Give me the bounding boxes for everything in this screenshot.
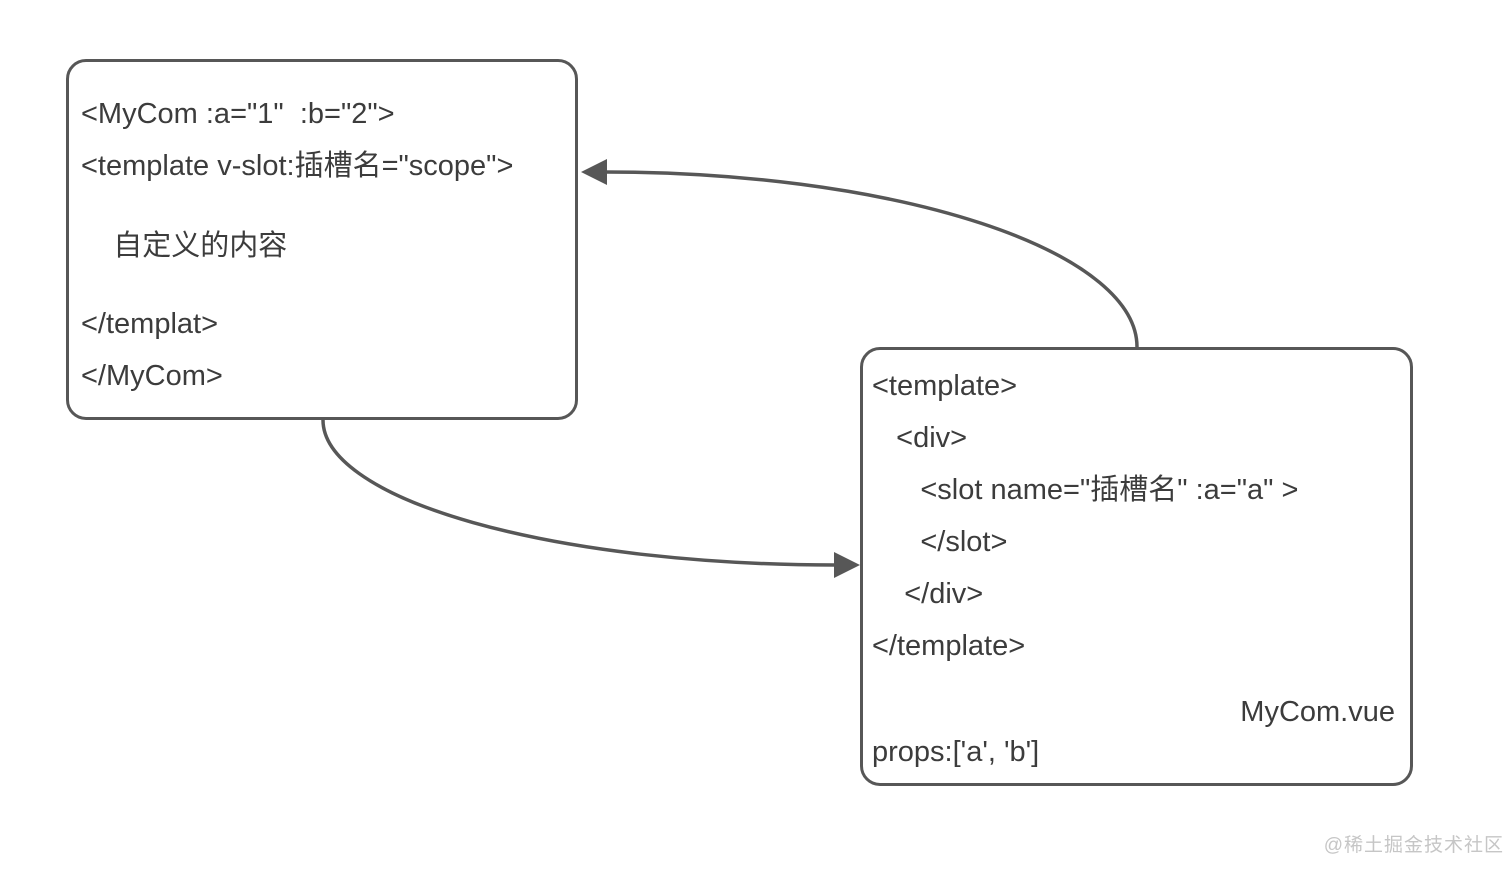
code-line-custom-content: 自定义的内容 <box>81 230 288 262</box>
arrow-usage-to-component <box>321 419 860 578</box>
usage-code-box: <MyCom :a="1" :b="2"> <template v-slot:插… <box>66 59 578 420</box>
code-line-template-close: </template> <box>872 630 1026 662</box>
file-name-label: MyCom.vue <box>1240 696 1395 728</box>
component-code-box: <template> <div> <slot name="插槽名" :a="a"… <box>860 347 1413 786</box>
props-declaration: props:['a', 'b'] <box>872 736 1040 768</box>
code-line-mycom-close: </MyCom> <box>81 360 223 392</box>
code-line-div-close: </div> <box>872 578 984 610</box>
code-line-slot-close: </slot> <box>872 526 1008 558</box>
code-line-slot-open: <slot name="插槽名" :a="a" > <box>872 474 1299 506</box>
arrowhead-left-icon <box>581 159 607 185</box>
code-line-div-open: <div> <box>872 422 968 454</box>
code-line-template-close: </templat> <box>81 308 219 340</box>
watermark-text: @稀土掘金技术社区 <box>1323 835 1504 856</box>
code-line-template-vslot: <template v-slot:插槽名="scope"> <box>81 150 514 182</box>
code-line-template-open: <template> <box>872 370 1018 402</box>
code-line-mycom-open: <MyCom :a="1" :b="2"> <box>81 98 395 130</box>
arrowhead-right-icon <box>834 552 860 578</box>
arrow-component-to-usage <box>581 159 1139 348</box>
